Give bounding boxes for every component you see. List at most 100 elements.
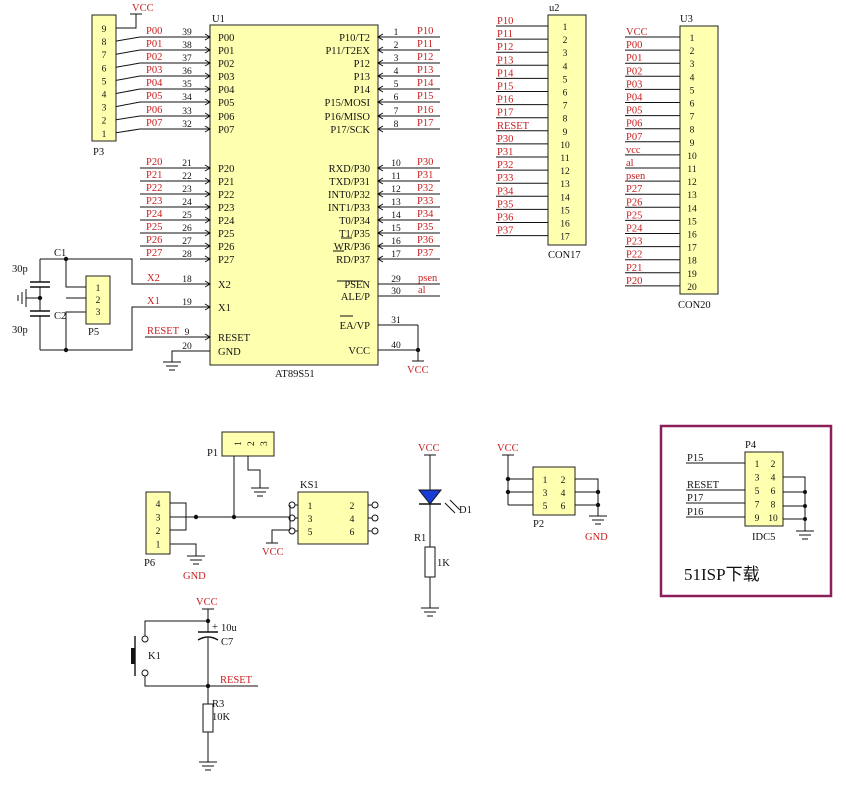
p4-pin-number: 10: [768, 514, 778, 524]
junction-dot: [193, 514, 199, 520]
junction-dot: [231, 514, 237, 520]
ground-symbol: [251, 487, 269, 497]
u3-net-label: P25: [626, 210, 642, 221]
u3-net-label: P01: [626, 53, 642, 64]
p5-wire: [65, 311, 86, 350]
pin-arrow-icon: [377, 203, 384, 211]
k1-contact: [141, 635, 149, 643]
u1-pin-number: 14: [391, 211, 401, 221]
pin-arrow-icon: [377, 164, 384, 172]
u1-net-label: P14: [417, 78, 434, 89]
crystal-oscillator: C1 C2 30p 30p 123 P5: [12, 248, 210, 353]
vcc-label: VCC: [418, 443, 440, 454]
pin-arrow-icon: [377, 229, 384, 237]
led-diode-icon: [417, 489, 443, 505]
u1-pin-label: P14: [354, 85, 371, 96]
vcc-label: VCC: [497, 443, 519, 454]
u1-pin-number: 8: [394, 120, 399, 130]
p3-pin-number: 7: [102, 51, 107, 61]
pin-arrow-icon: [204, 72, 211, 80]
pin-arrow-icon: [377, 177, 384, 185]
pin-arrow-icon: [204, 203, 211, 211]
u1-net-label: P22: [146, 183, 162, 194]
pin-arrow-icon: [377, 190, 384, 198]
u1-pin-number: 22: [182, 172, 192, 182]
u2-net-label: P11: [497, 29, 513, 40]
junction-dot: [803, 490, 807, 494]
p4-body: [744, 451, 784, 527]
isp-caption: 51ISP下载: [684, 565, 760, 584]
u1-net-label: P17: [417, 118, 433, 129]
ground-symbol: [421, 607, 439, 617]
u1-pin-label: T0/P34: [339, 216, 371, 227]
p6-body: [145, 491, 171, 555]
pin-arrow-icon: [204, 85, 211, 93]
u1-pin-label: ALE/P: [341, 292, 370, 303]
u1-pin-label: P23: [218, 203, 234, 214]
u1-net-label: RESET: [147, 326, 180, 337]
u1-net-label: P20: [146, 157, 162, 168]
ground-symbol: [17, 289, 27, 307]
p2-pin-number: 1: [543, 476, 548, 486]
u3-net-label: P23: [626, 237, 642, 248]
u1-net-label: P11: [417, 39, 433, 50]
u3-pin-number: 9: [690, 139, 695, 149]
u1-pin-number: 12: [391, 185, 401, 195]
power-led-section: VCC D1 R1 1K: [414, 443, 472, 617]
u2-pin-number: 7: [563, 102, 568, 112]
vcc-label: VCC: [132, 3, 154, 14]
u3-body: [679, 25, 719, 295]
p3-pin-number: 1: [102, 130, 107, 140]
pin-arrow-icon: [377, 59, 384, 67]
u1-pin-label: P07: [218, 125, 234, 136]
u1-pin-label: P10/T2: [339, 33, 370, 44]
p4-net-label: P16: [687, 507, 703, 518]
p4-pin-number: 4: [771, 474, 776, 484]
u1-pin-number: 15: [391, 224, 401, 234]
pin-arrow-icon: [204, 33, 211, 41]
u1-pin-label: P13: [354, 72, 370, 83]
u2-net-label: P30: [497, 134, 513, 145]
u1-net-label: P31: [417, 170, 433, 181]
u3-net-label: P05: [626, 106, 642, 117]
u2-pin-number: 12: [560, 167, 570, 177]
u1-pin-number: 7: [394, 107, 399, 117]
p4-pin-number: 5: [755, 487, 760, 497]
u2-pin-number: 4: [563, 62, 568, 72]
u1-net-label: P16: [417, 105, 433, 116]
u1-pin-number: 16: [391, 237, 401, 247]
p3-wire: [115, 88, 141, 94]
p6-pin-number: 2: [156, 527, 161, 537]
u1-pin-label: P04: [218, 85, 235, 96]
u3-net-label: P24: [626, 224, 643, 235]
u1-pin-number: 1: [394, 28, 399, 38]
pin-arrow-icon: [377, 72, 384, 80]
p4-net-label: P17: [687, 493, 703, 504]
p6-ref: P6: [144, 558, 155, 569]
u1-net-label: P26: [146, 235, 162, 246]
p3-wire: [115, 49, 141, 55]
k1-wire: [144, 676, 208, 687]
p3-pin-number: 3: [102, 104, 107, 114]
u2-net-label: P36: [497, 213, 513, 224]
gnd-label: GND: [183, 571, 206, 582]
u1-net-label: P13: [417, 65, 433, 76]
u1-pin-number: 37: [182, 54, 192, 64]
u1-net-label: P35: [417, 222, 433, 233]
ground-symbol: [187, 555, 205, 565]
u3-net-label: P07: [626, 132, 642, 143]
p3-pin-number: 5: [102, 77, 107, 87]
u2-net-label: P37: [497, 226, 513, 237]
u2-net-label: P33: [497, 173, 513, 184]
u2-net-label: P31: [497, 147, 513, 158]
u1-pin-label: P00: [218, 33, 234, 44]
u1-pin-label: P06: [218, 112, 234, 123]
u3-net-label: P27: [626, 184, 642, 195]
r1-resistor: [424, 546, 436, 578]
ks1-pin-number: 4: [350, 515, 355, 525]
p1-gnd-wire: [247, 456, 261, 488]
pin-arrow-icon: [204, 216, 211, 224]
